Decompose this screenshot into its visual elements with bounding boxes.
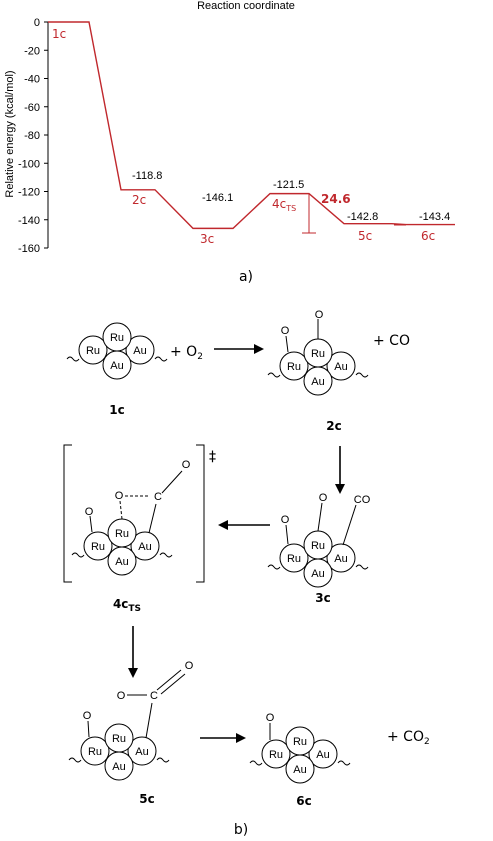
energy-profile-path bbox=[48, 21, 455, 230]
value-label-6c: -143.4 bbox=[419, 211, 450, 223]
state-label-3c: 3c bbox=[200, 232, 214, 246]
name-1c: 1c bbox=[109, 403, 124, 417]
cluster-5c: Ru Ru Au Au O O C O bbox=[68, 660, 194, 781]
energy-profile-chart: Reaction coordinate Relative energy (kca… bbox=[4, 0, 455, 285]
atom-ru: Ru bbox=[293, 736, 307, 748]
atom-au: Au bbox=[133, 345, 146, 357]
caption-b: b) bbox=[234, 822, 248, 838]
value-label-4c: -121.5 bbox=[273, 179, 304, 191]
atom-o: O bbox=[266, 712, 275, 724]
atom-o: O bbox=[115, 490, 124, 502]
y-tick-label: -20 bbox=[24, 45, 40, 57]
atom-o: O bbox=[319, 492, 328, 504]
reagent-co2: + CO2 bbox=[387, 729, 430, 747]
cluster-1c: Ru Ru Au Au bbox=[66, 322, 168, 380]
atom-o: O bbox=[281, 514, 290, 526]
barrier-label: 24.6 bbox=[321, 192, 351, 206]
atom-o: O bbox=[85, 506, 94, 518]
atom-o: O bbox=[281, 325, 290, 337]
atom-ru: Ru bbox=[287, 361, 301, 373]
atom-ru: Ru bbox=[115, 528, 129, 540]
chart-title: Reaction coordinate bbox=[197, 0, 295, 12]
y-tick-label: -160 bbox=[18, 243, 40, 255]
atom-au: Au bbox=[311, 568, 324, 580]
bracket-ts bbox=[63, 444, 205, 583]
atom-au: Au bbox=[115, 556, 128, 568]
atom-au: Au bbox=[112, 761, 125, 773]
atom-ru: Ru bbox=[86, 345, 100, 357]
state-label-4c: 4cTS bbox=[272, 197, 296, 213]
y-tick-label: -140 bbox=[18, 215, 40, 227]
atom-ru: Ru bbox=[311, 540, 325, 552]
caption-a: a) bbox=[239, 269, 253, 285]
cluster-2c: Ru Ru Au Au O O bbox=[267, 309, 369, 396]
atom-au: Au bbox=[334, 553, 347, 565]
y-tick-label: -60 bbox=[24, 102, 40, 114]
atom-o: O bbox=[185, 660, 194, 672]
y-tick-label: -40 bbox=[24, 74, 40, 86]
state-label-2c: 2c bbox=[132, 193, 146, 207]
atom-co: CO bbox=[354, 494, 371, 506]
atom-au: Au bbox=[311, 376, 324, 388]
name-6c: 6c bbox=[296, 794, 311, 808]
atom-c: C bbox=[154, 491, 162, 503]
atom-ru: Ru bbox=[91, 541, 105, 553]
state-label-1c: 1c bbox=[52, 27, 66, 41]
state-label-6c: 6c bbox=[421, 229, 435, 243]
value-label-5c: -142.8 bbox=[347, 211, 378, 223]
atom-au: Au bbox=[334, 361, 347, 373]
atom-o: O bbox=[83, 710, 92, 722]
cluster-6c: Ru Ru Au Au O bbox=[249, 712, 351, 784]
reagent-co: + CO bbox=[373, 333, 410, 349]
atom-o: O bbox=[117, 690, 126, 702]
value-label-3c: -146.1 bbox=[202, 192, 233, 204]
atom-ru: Ru bbox=[311, 348, 325, 360]
atom-ru: Ru bbox=[269, 749, 283, 761]
y-tick-label: -120 bbox=[18, 187, 40, 199]
atom-au: Au bbox=[110, 360, 123, 372]
cluster-3c: Ru Ru Au Au O O CO bbox=[267, 492, 371, 588]
atom-c: C bbox=[150, 690, 158, 702]
atom-ru: Ru bbox=[112, 733, 126, 745]
y-tick-label: 0 bbox=[34, 17, 40, 29]
state-label-5c: 5c bbox=[358, 229, 372, 243]
name-3c: 3c bbox=[315, 591, 330, 605]
atom-au: Au bbox=[138, 541, 151, 553]
value-label-2c: -118.8 bbox=[132, 170, 162, 182]
name-2c: 2c bbox=[326, 419, 341, 433]
atom-o: O bbox=[182, 459, 191, 471]
atom-au: Au bbox=[293, 764, 306, 776]
atom-ru: Ru bbox=[110, 332, 124, 344]
name-5c: 5c bbox=[139, 792, 154, 806]
atom-au: Au bbox=[135, 746, 148, 758]
name-4c: 4cTS bbox=[113, 597, 141, 614]
reagent-o2: + O2 bbox=[170, 344, 203, 362]
y-axis-ticks: 0 -20 -40 -60 -80 -100 -120 -140 -160 bbox=[18, 17, 48, 255]
ts-mark: ‡ bbox=[209, 449, 216, 465]
y-tick-label: -100 bbox=[18, 158, 40, 170]
cluster-4c: Ru Ru Au Au O O C O bbox=[71, 459, 191, 576]
atom-ru: Ru bbox=[88, 746, 102, 758]
y-axis-label: Relative energy (kcal/mol) bbox=[4, 70, 16, 197]
energy-profile-line bbox=[48, 21, 455, 230]
y-tick-label: -80 bbox=[24, 130, 40, 142]
atom-au: Au bbox=[316, 749, 329, 761]
atom-ru: Ru bbox=[287, 553, 301, 565]
atom-o: O bbox=[315, 309, 324, 321]
